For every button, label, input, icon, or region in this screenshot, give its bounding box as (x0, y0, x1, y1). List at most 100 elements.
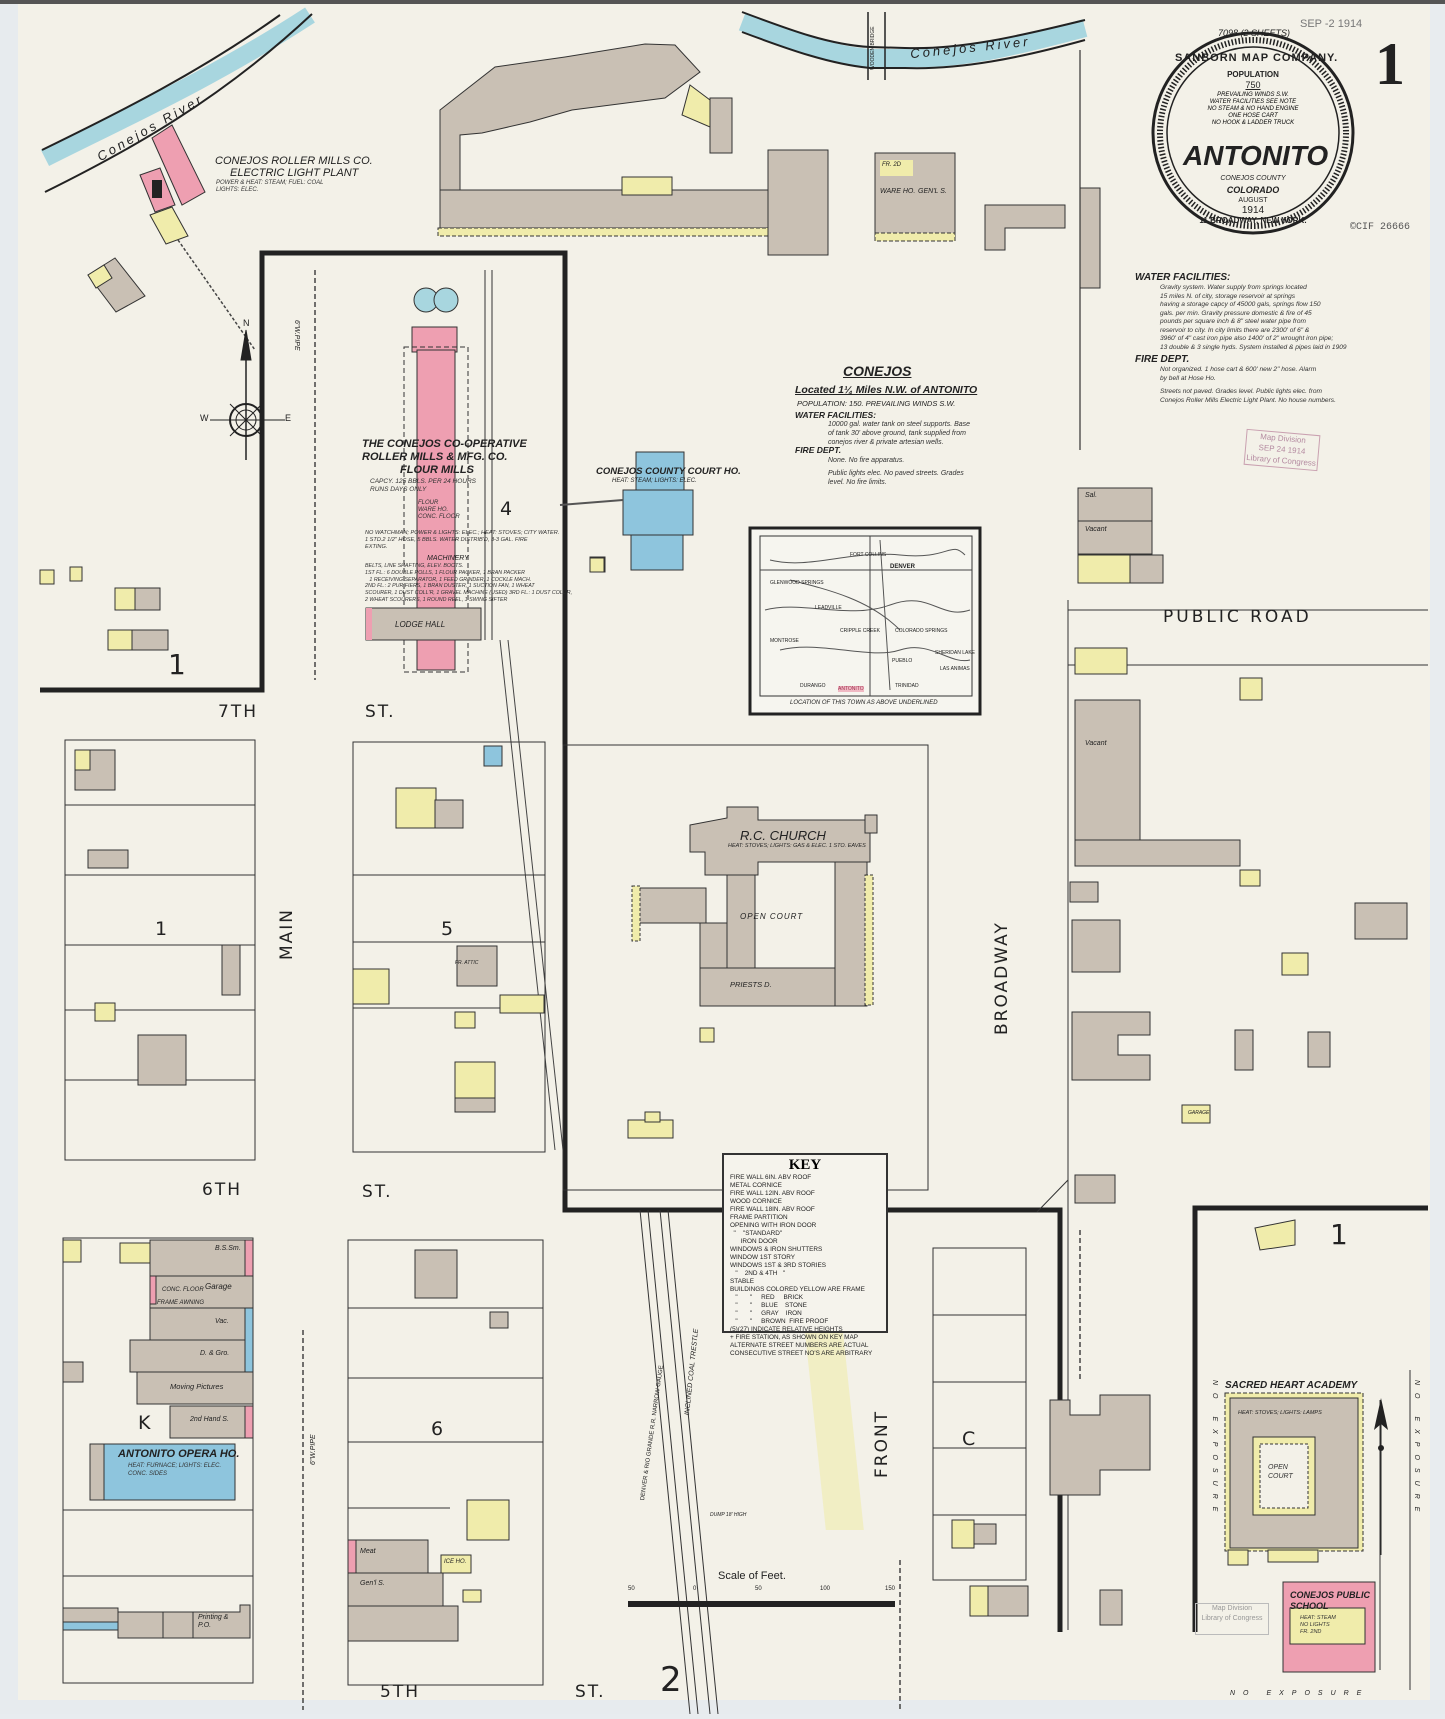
label-vacant: Vacant (1085, 526, 1107, 533)
adjoining-sheet-2: 2 (660, 1660, 682, 1700)
adjoining-sheet-1-right: 1 (1330, 1218, 1348, 1251)
label-machinery-title: MACHINERY (427, 555, 469, 562)
label-moving-pictures: Moving Pictures (170, 1382, 224, 1391)
street-front: FRONT (872, 1409, 892, 1478)
library-congress-stamp: Map Division SEP 24 1914 Library of Cong… (1243, 428, 1321, 472)
received-date-stamp: SEP -2 1914 (1300, 18, 1363, 30)
no-exposure-bottom: NO EXPOSURE (1230, 1690, 1370, 1697)
label-church-sub: HEAT: STOVES; LIGHTS: GAS & ELEC. 1 STO.… (728, 843, 866, 849)
conejos-water-title: WATER FACILITIES: (795, 410, 877, 420)
label-meat: Meat (360, 1548, 376, 1555)
label-fr-2: FR. 2D (882, 162, 902, 168)
library-congress-stamp-bottom: Map Division Library of Congress (1195, 1603, 1269, 1635)
label-academy-sub: HEAT: STOVES; LIGHTS: LAMPS (1238, 1410, 1322, 1416)
label-lodge-hall: LODGE HALL (395, 620, 446, 629)
seal-address: 11 BROADWAY, NEW YORK. (1199, 216, 1307, 225)
volume-note: 7098 (2 SHEETS) (1218, 28, 1291, 38)
scale-tick-0: 0 (693, 1586, 697, 1592)
label-coop-2: ROLLER MILLS & MFG. CO. (362, 451, 508, 463)
pipe-label-top: 6"W.PIPE (293, 320, 300, 351)
inset-sheridan-lake: SHERIDAN LAKE (935, 650, 976, 656)
wooden-bridge-label: WOODEN BRIDGE (870, 26, 876, 70)
seal-facilities: PREVAILING WINDS S.W. WATER FACILITIES S… (1207, 92, 1299, 126)
seal-year: 1914 (1241, 205, 1265, 216)
label-printing: Printing & P.O. (198, 1614, 229, 1629)
label-coop-1: THE CONEJOS CO-OPERATIVE (362, 438, 527, 450)
adjoining-sheet-1-left: 1 (168, 648, 186, 681)
block-number-6: 6 (431, 1418, 444, 1440)
roller-mills-plant (87, 124, 256, 351)
church-block (562, 557, 929, 1191)
conejos-title: CONEJOS (843, 363, 912, 379)
water-pipes (302, 270, 1081, 1710)
water-facilities-text: Gravity system. Water supply from spring… (1160, 284, 1347, 351)
street-main: MAIN (277, 907, 297, 960)
compass-n: N (243, 318, 250, 328)
adobe-complex-top (437, 43, 1101, 450)
block-6 (347, 1239, 544, 1686)
no-exposure-left: NO EXPOSURE (1211, 1380, 1218, 1520)
seal-month: AUGUST (1238, 197, 1268, 204)
label-opera-sub: HEAT: FURNACE; LIGHTS: ELEC. CONC. SIDES (128, 1463, 222, 1477)
label-frame-awning: FRAME AWNING (157, 1300, 205, 1306)
label-school-sub: HEAT: STEAM NO LIGHTS FR. 2ND (1300, 1615, 1336, 1635)
label-dump: DUMP 18' HIGH (710, 1512, 747, 1518)
label-sal: Sal. (1085, 492, 1098, 499)
inset-map-caption: LOCATION OF THIS TOWN AS ABOVE UNDERLINE… (790, 700, 938, 706)
pipe-label-bottom: 6"W.PIPE (310, 1434, 317, 1465)
block-c (932, 1247, 1123, 1626)
map-key-legend: KEY FIRE WALL 6IN. ABV ROOF METAL CORNIC… (722, 1153, 888, 1357)
label-open-court: OPEN COURT (740, 912, 804, 921)
conejos-river-right (738, 11, 1088, 80)
label-roller-mills: CONEJOS ROLLER MILLS CO. (215, 155, 373, 167)
street-broadway: BROADWAY (992, 921, 1012, 1035)
label-church: R.C. CHURCH (740, 828, 826, 843)
seal-population: 750 (1245, 80, 1261, 90)
seal-state: COLORADO (1226, 185, 1280, 195)
conejos-water-text: 10000 gal. water tank on steel supports.… (828, 421, 971, 446)
street-7th: 7TH (218, 702, 258, 722)
street-6th: 6TH (202, 1180, 242, 1200)
fire-limits-boundary (40, 250, 1428, 1632)
label-opera-house: ANTONITO OPERA HO. (118, 1448, 240, 1460)
streets-text: Streets not paved. Grades level. Public … (1160, 388, 1336, 404)
inset-colorado-springs: COLORADO SPRINGS (895, 628, 948, 634)
label-court-house-sub: HEAT: STEAM; LIGHTS: ELEC. (612, 478, 697, 484)
street-public-road: PUBLIC ROAD (1163, 607, 1312, 627)
label-d-gro: D. & Gro. (200, 1350, 230, 1357)
inset-cripple-creek: CRIPPLE CREEK (840, 628, 881, 634)
fire-dept-title: FIRE DEPT. (1135, 354, 1190, 365)
street-6th-st: ST. (362, 1182, 393, 1202)
copyright-mark: ©CIF 26666 (1350, 222, 1411, 233)
seal-county: CONEJOS COUNTY (1220, 175, 1286, 182)
label-blsm: B.S.Sm. (215, 1245, 241, 1252)
label-academy: SACRED HEART ACADEMY (1225, 1380, 1358, 1391)
scale-title: Scale of Feet. (718, 1570, 786, 1582)
title-seal (1151, 31, 1355, 235)
fire-dept-text: Not organized. 1 hose cart & 600' new 2"… (1160, 366, 1317, 382)
block-5 (352, 741, 546, 1153)
inset-glenwood: GLENWOOD SPRINGS (770, 580, 824, 586)
label-light-plant-sub: POWER & HEAT: STEAM; FUEL: COAL LIGHTS: … (216, 180, 324, 193)
conejos-population: POPULATION: 150. PREVAILING WINDS S.W. (797, 399, 956, 408)
key-title: KEY (788, 1157, 822, 1173)
broadway-east-buildings (1036, 487, 1428, 1630)
inset-denver: DENVER (890, 564, 916, 570)
scale-tick-100: 100 (820, 1586, 831, 1592)
conejos-river-left (40, 7, 315, 193)
block-letter-c: C (962, 1428, 976, 1450)
label-vac: Vac. (215, 1318, 229, 1325)
compass-e: E (285, 413, 292, 423)
block-letter-k: K (138, 1412, 151, 1434)
label-machinery: BELTS, LINE SHAFTING, ELEV. BOOTS. 1ST F… (365, 563, 573, 603)
label-coop-sub: CAPCY. 125 BBLS. PER 24 HOURS RUNS DAYS … (370, 478, 476, 493)
label-conc-floor: CONC. FLOOR (162, 1287, 204, 1293)
conejos-extra-text: Public lights elec. No paved streets. Gr… (828, 470, 964, 486)
compass-w: W (200, 413, 209, 423)
block-k (62, 1237, 254, 1684)
conejos-fire-title: FIRE DEPT. (795, 445, 842, 455)
block-number-1: 1 (155, 918, 168, 940)
scale-tick-50-left: 50 (628, 1586, 635, 1592)
